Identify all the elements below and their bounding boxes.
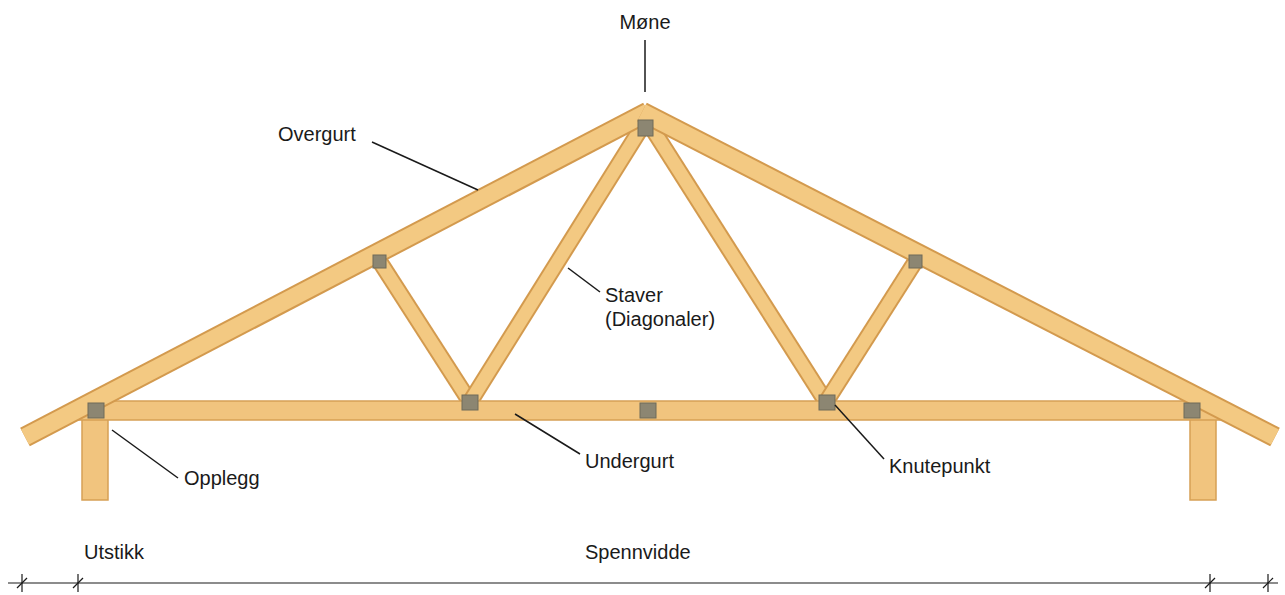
- web-members: [380, 122, 915, 402]
- part-label: Opplegg: [184, 466, 260, 490]
- part-label: Staver (Diagonaler): [605, 283, 730, 331]
- top-chords: [25, 112, 1275, 437]
- part-label: Undergurt: [585, 449, 674, 473]
- part-label: Knutepunkt: [889, 454, 990, 478]
- part-label: Overgurt: [278, 122, 356, 146]
- dimension-label: Utstikk: [84, 540, 144, 564]
- ridge-label: Møne: [619, 10, 670, 34]
- dimension-line: [8, 574, 1278, 592]
- leader-lines: [112, 40, 884, 478]
- dimension-label: Spennvidde: [585, 540, 691, 564]
- wall-posts: [82, 418, 1216, 500]
- gusset-plates: [88, 120, 1200, 418]
- bottom-chord: [78, 401, 1220, 420]
